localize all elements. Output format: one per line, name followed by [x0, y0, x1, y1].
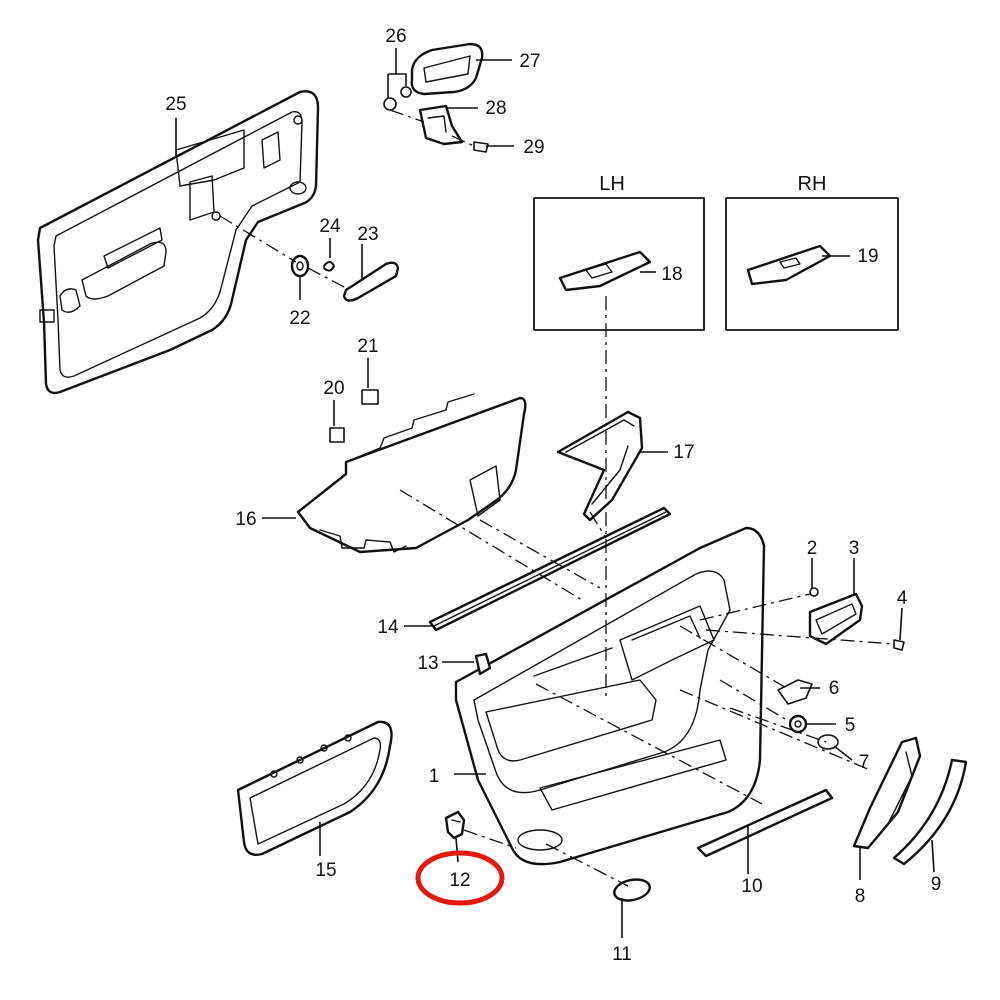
callout-27: 27 — [519, 51, 540, 72]
callout-23: 23 — [357, 224, 378, 245]
callout-12: 12 — [449, 870, 470, 891]
callout-6: 6 — [829, 678, 840, 699]
lh-variant-box — [533, 197, 705, 331]
leader-lines — [175, 48, 935, 938]
part-29-screw — [473, 141, 489, 153]
callout-18: 18 — [661, 264, 682, 285]
callout-21: 21 — [357, 336, 378, 357]
callout-4: 4 — [897, 588, 908, 609]
part-4-screw — [893, 639, 905, 651]
part-23-window-crank — [342, 261, 400, 302]
callout-11: 11 — [612, 944, 632, 965]
callout-7: 7 — [859, 752, 870, 773]
callout-8: 8 — [855, 886, 866, 907]
part-1-door-trim-panel — [454, 526, 766, 866]
callout-20: 20 — [323, 378, 344, 399]
callout-14: 14 — [377, 617, 399, 638]
part-9-edge-strip — [892, 758, 968, 866]
callout-25: 25 — [165, 94, 186, 115]
rh-variant-box — [725, 197, 899, 331]
callout-15: 15 — [315, 860, 336, 881]
part-5-retainer — [788, 714, 808, 734]
part-16-upper-trim — [296, 393, 527, 554]
part-14-window-seal — [428, 506, 672, 632]
part-17-switch-bezel — [556, 410, 644, 522]
part-10-lower-strip — [696, 788, 834, 858]
part-25-door-carrier — [36, 90, 320, 395]
callout-28: 28 — [485, 98, 506, 119]
callout-10: 10 — [741, 876, 762, 897]
callout-19: 19 — [857, 246, 878, 267]
callout-labels: 1 2 3 4 5 6 7 8 9 10 11 12 13 14 15 16 1… — [165, 26, 941, 965]
callout-2: 2 — [807, 538, 818, 559]
rh-box-label: RH — [798, 173, 827, 195]
callout-24: 24 — [319, 216, 341, 237]
callout-5: 5 — [845, 715, 856, 736]
assembly-lines — [219, 109, 895, 887]
part-12-push-clip — [444, 810, 466, 840]
callout-22: 22 — [289, 308, 310, 329]
callout-3: 3 — [849, 538, 860, 559]
part-26-nuts — [383, 86, 412, 111]
callout-1: 1 — [429, 766, 440, 787]
highlight-ring-callout-12 — [415, 850, 505, 906]
callout-13: 13 — [417, 653, 438, 674]
callout-17: 17 — [673, 442, 694, 463]
part-28-handle-bracket — [418, 104, 464, 146]
part-7-plug — [817, 734, 839, 750]
part-6-clip-cover — [777, 679, 813, 705]
part-3-inner-handle — [808, 592, 864, 646]
lh-box-label: LH — [599, 173, 625, 195]
part-2-screw — [809, 587, 819, 597]
part-15-speaker-grille — [236, 720, 393, 856]
part-27-pull-handle — [410, 42, 484, 96]
callout-29: 29 — [523, 137, 544, 158]
callout-26: 26 — [385, 26, 406, 47]
part-21-clip — [361, 389, 379, 405]
callout-9: 9 — [931, 874, 942, 895]
part-8-pillar-trim — [852, 736, 922, 850]
part-22-bushing — [290, 254, 310, 278]
part-20-clip — [329, 427, 345, 443]
part-13-fastener — [474, 652, 492, 676]
part-11-cap — [613, 878, 651, 902]
part-24-spring-clip — [323, 261, 335, 272]
callout-16: 16 — [235, 509, 256, 530]
